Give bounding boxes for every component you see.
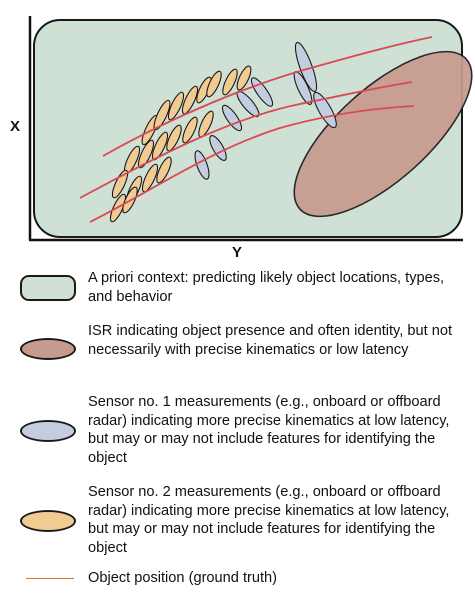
sensor1-ellipse [221, 104, 243, 132]
sensor2-ellipse [137, 139, 155, 169]
sensor2-ellipse [206, 70, 222, 98]
sensor1-ellipse [294, 41, 318, 93]
x-axis-label: X [10, 118, 21, 135]
context-swatch [20, 275, 76, 301]
legend-text-truth: Object position (ground truth) [88, 570, 278, 586]
truth-line [102, 36, 433, 157]
ground-truth-trajectories [79, 36, 433, 223]
sensor2-ellipse [182, 116, 198, 144]
sensor1-ellipse [313, 91, 337, 129]
legend-text-context: A priori context: predicting likely obje… [88, 270, 445, 305]
legend-text-sensor1: Sensor no. 1 measurements (e.g., onboard… [88, 394, 450, 466]
sensor2-ellipse [166, 124, 182, 152]
isr-ellipse [293, 50, 473, 218]
diagram-canvas [28, 16, 473, 242]
truth-swatch [26, 578, 74, 579]
sensor1-swatch [20, 420, 76, 442]
sensor1-ellipse [209, 135, 227, 161]
sensor2-ellipse [153, 99, 171, 131]
sensor2-ellipse [111, 169, 129, 199]
isr-swatch [20, 338, 76, 360]
sensor2-ellipse [236, 65, 252, 91]
truth-line [79, 81, 413, 199]
truth-line [89, 105, 415, 223]
sensor1-measurements [194, 41, 337, 180]
legend-text-sensor2: Sensor no. 2 measurements (e.g., onboard… [88, 484, 450, 556]
y-axis-label: Y [232, 244, 243, 261]
sensor2-ellipse [141, 163, 159, 193]
legend-text-isr: ISR indicating object presence and often… [88, 323, 452, 358]
sensor2-ellipse [222, 68, 238, 96]
sensor2-ellipse [156, 156, 172, 184]
sensor1-ellipse [194, 150, 210, 180]
sensor2-ellipse [167, 91, 185, 121]
sensor2-ellipse [181, 85, 199, 115]
sensor2-swatch [20, 510, 76, 532]
